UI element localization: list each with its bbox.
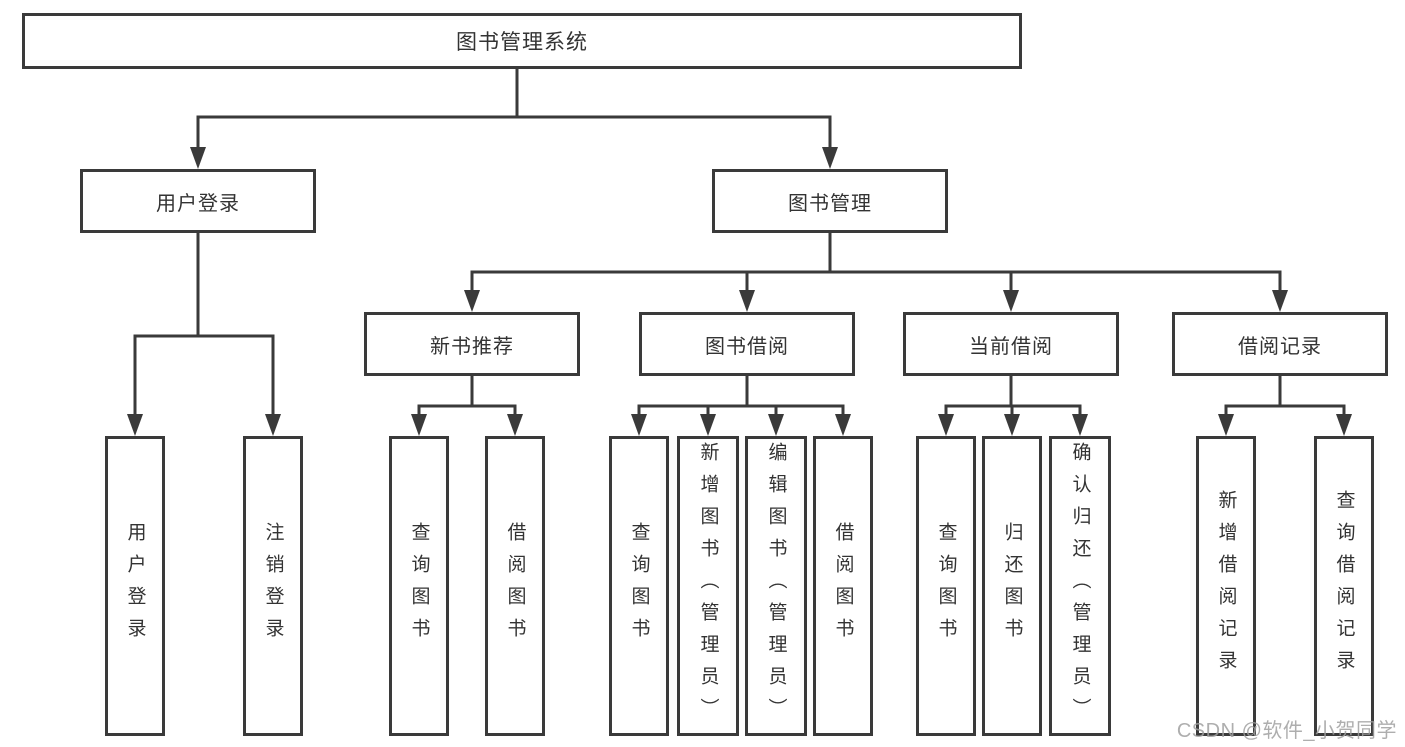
node-leaf-edit-book-admin: 编辑图书（管理员）: [745, 436, 807, 736]
arrowhead-icon: [822, 147, 838, 169]
node-leaf-edit-book-admin-label: 编辑图书（管理员）: [765, 442, 787, 730]
node-leaf-confirm-return-admin: 确认归还（管理员）: [1049, 436, 1111, 736]
node-leaf-query-book-label: 查询图书: [628, 522, 650, 650]
node-current-borrow-label: 当前借阅: [969, 335, 1053, 358]
connector-current-borrow-to-leaves: [938, 376, 1088, 436]
node-borrow-record-label: 借阅记录: [1238, 335, 1322, 358]
node-leaf-query-book-recommend-label: 查询图书: [408, 522, 430, 650]
node-user-login-label: 用户登录: [156, 192, 240, 215]
node-leaf-borrow-book-recommend: 借阅图书: [485, 436, 545, 736]
node-new-book-recommend-label: 新书推荐: [430, 335, 514, 358]
node-leaf-user-login: 用户登录: [105, 436, 165, 736]
node-leaf-user-login-label: 用户登录: [124, 522, 146, 650]
node-leaf-return-book-label: 归还图书: [1001, 522, 1023, 650]
connector-book-borrow-to-leaves: [631, 376, 851, 436]
node-leaf-borrow-book-recommend-label: 借阅图书: [504, 522, 526, 650]
node-leaf-borrow-book-label: 借阅图书: [832, 522, 854, 650]
node-leaf-query-current-book: 查询图书: [916, 436, 976, 736]
arrowhead-icon: [1272, 290, 1288, 312]
node-leaf-add-book-admin: 新增图书（管理员）: [677, 436, 739, 736]
arrowhead-icon: [1003, 290, 1019, 312]
arrowhead-icon: [1004, 414, 1020, 436]
arrowhead-icon: [835, 414, 851, 436]
connector-user-login-to-leaves: [127, 233, 281, 436]
node-leaf-logout-label: 注销登录: [262, 522, 284, 650]
node-borrow-record: 借阅记录: [1172, 312, 1388, 376]
connector-borrow-record-to-leaves: [1218, 376, 1352, 436]
node-leaf-confirm-return-admin-label: 确认归还（管理员）: [1069, 442, 1091, 730]
csdn-watermark: CSDN @软件_小贺同学: [1176, 720, 1397, 742]
arrowhead-icon: [1218, 414, 1234, 436]
node-root: 图书管理系统: [22, 13, 1022, 69]
arrowhead-icon: [464, 290, 480, 312]
node-leaf-logout: 注销登录: [243, 436, 303, 736]
arrowhead-icon: [1336, 414, 1352, 436]
arrowhead-icon: [411, 414, 427, 436]
node-leaf-return-book: 归还图书: [982, 436, 1042, 736]
node-book-management-label: 图书管理: [788, 192, 872, 215]
arrowhead-icon: [190, 147, 206, 169]
connector-book-mgmt-to-level3: [464, 233, 1288, 312]
connector-root-to-level2: [190, 69, 838, 169]
arrowhead-icon: [739, 290, 755, 312]
node-leaf-query-book-recommend: 查询图书: [389, 436, 449, 736]
arrowhead-icon: [127, 414, 143, 436]
node-leaf-add-borrow-record: 新增借阅记录: [1196, 436, 1256, 736]
node-leaf-borrow-book: 借阅图书: [813, 436, 873, 736]
connector-new-book-rec-to-leaves: [411, 376, 523, 436]
node-book-management: 图书管理: [712, 169, 948, 233]
node-leaf-query-borrow-record: 查询借阅记录: [1314, 436, 1374, 736]
node-leaf-add-book-admin-label: 新增图书（管理员）: [697, 442, 719, 730]
arrowhead-icon: [700, 414, 716, 436]
arrowhead-icon: [768, 414, 784, 436]
node-current-borrow: 当前借阅: [903, 312, 1119, 376]
arrowhead-icon: [265, 414, 281, 436]
arrowhead-icon: [507, 414, 523, 436]
node-book-borrow: 图书借阅: [639, 312, 855, 376]
node-new-book-recommend: 新书推荐: [364, 312, 580, 376]
node-leaf-query-book: 查询图书: [609, 436, 669, 736]
arrowhead-icon: [631, 414, 647, 436]
node-root-label: 图书管理系统: [456, 31, 588, 54]
node-user-login: 用户登录: [80, 169, 316, 233]
node-leaf-query-borrow-record-label: 查询借阅记录: [1333, 490, 1355, 682]
node-leaf-query-current-book-label: 查询图书: [935, 522, 957, 650]
arrowhead-icon: [1072, 414, 1088, 436]
arrowhead-icon: [938, 414, 954, 436]
node-book-borrow-label: 图书借阅: [705, 335, 789, 358]
node-leaf-add-borrow-record-label: 新增借阅记录: [1215, 490, 1237, 682]
